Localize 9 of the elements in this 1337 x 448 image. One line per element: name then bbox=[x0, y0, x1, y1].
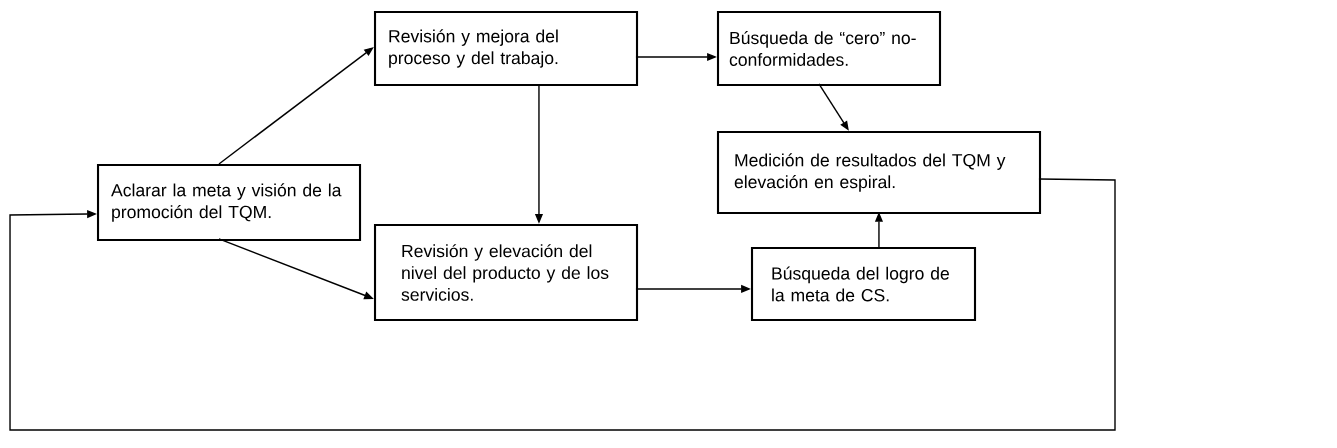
process-box: Revisión y elevación del nivel del producto y de los servicios. bbox=[373, 223, 639, 322]
process-box: Aclarar la meta y visión de la promoción del TQM. bbox=[96, 163, 362, 242]
arrow bbox=[818, 83, 849, 131]
process-box: Medición de resultados del TQM y elevación en espiral. bbox=[716, 130, 1042, 215]
process-box: Revisión y mejora del proceso y del trabajo. bbox=[373, 10, 639, 87]
arrow bbox=[218, 47, 374, 165]
process-box: Búsqueda del logro de la meta de CS. bbox=[750, 246, 977, 322]
arrow bbox=[9, 178, 1116, 431]
process-box: Búsqueda de “cero” no-conformidades. bbox=[716, 10, 942, 87]
